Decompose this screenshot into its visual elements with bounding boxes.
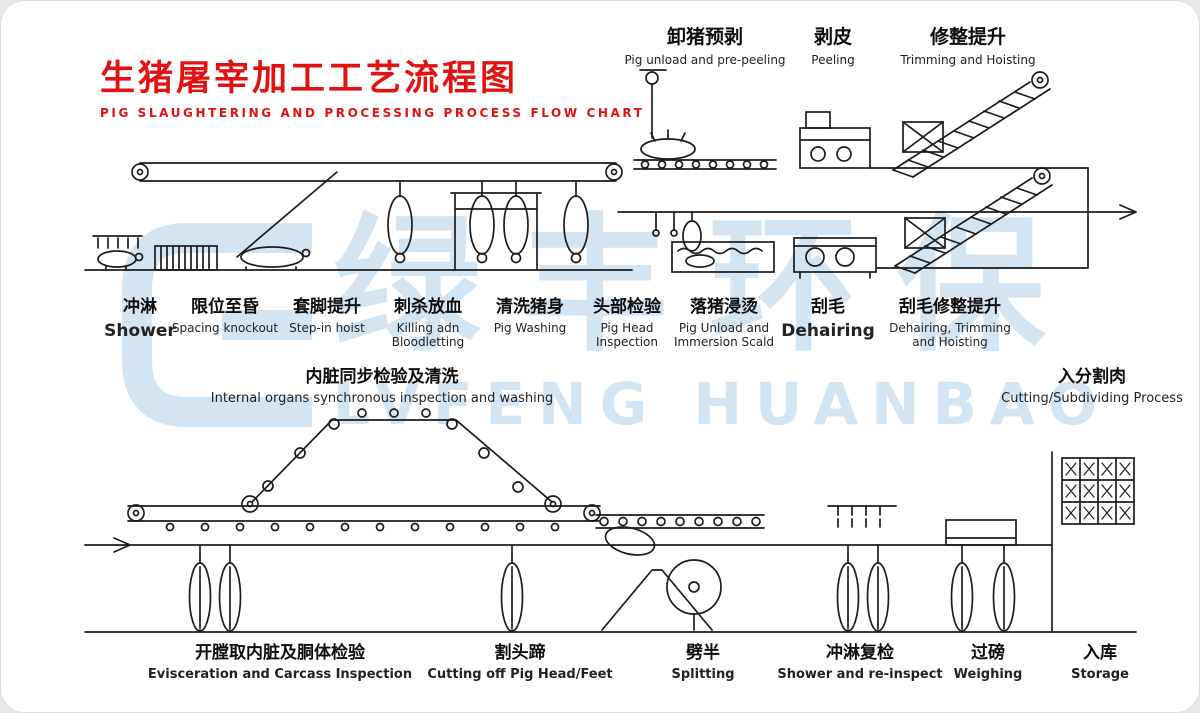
- station-dehairing: 刮毛 Dehairing: [781, 292, 875, 341]
- trimming-hoist-elevator: [869, 71, 1089, 178]
- station-label-cn: 刮毛修整提升: [899, 297, 1001, 317]
- station-label-en: Storage: [1071, 667, 1129, 682]
- weighing-scale: [945, 519, 1017, 546]
- shower-reinspect-pipe: [827, 505, 897, 528]
- station-evisceration: 开膛取内脏及胴体检验 Evisceration and Carcass Insp…: [148, 638, 412, 683]
- station-head-inspection: 头部检验 Pig Head Inspection: [593, 292, 661, 350]
- overhead-conveyor-top: [131, 162, 623, 258]
- carcass-weighing-1: [950, 544, 974, 632]
- dehair-trim-hoist-elevator: [875, 167, 1089, 274]
- carcass-weighing-2: [992, 544, 1016, 632]
- station-cut-head-feet: 割头蹄 Cutting off Pig Head/Feet: [427, 638, 612, 683]
- unload-platform: [633, 159, 777, 170]
- station-shower-reinspect: 冲淋复检 Shower and re-inspect: [777, 638, 942, 683]
- station-label-cn: 割头蹄: [494, 643, 546, 663]
- cutting-room: [1051, 451, 1135, 633]
- page-title-cn: 生猪屠宰加工工艺流程图: [100, 59, 519, 99]
- station-label-cn: 套脚提升: [293, 297, 361, 317]
- station-label-en: Weighing: [953, 667, 1023, 682]
- bleeding-table-pig: [240, 246, 311, 271]
- station-label-en: Trimming and Hoisting: [900, 53, 1036, 67]
- station-label-en: Cutting off Pig Head/Feet: [427, 667, 613, 682]
- station-trimming-hoisting: 修整提升 Trimming and Hoisting: [900, 22, 1035, 67]
- page-title-en: PIG SLAUGHTERING AND PROCESSING PROCESS …: [100, 106, 645, 120]
- station-storage: 入库 Storage: [1071, 638, 1129, 683]
- station-shower: 冲淋 Shower: [104, 292, 176, 341]
- station-dehairing-trimming-hoisting: 刮毛修整提升 Dehairing, Trimming and Hoisting: [889, 292, 1011, 350]
- peeling-machine: [799, 111, 871, 169]
- station-label-cn: 开膛取内脏及胴体检验: [195, 643, 365, 663]
- station-label-en: Pig unload and pre-peeling: [624, 53, 786, 67]
- splitting-machine: [595, 514, 765, 631]
- section-label-en: Cutting/Subdividing Process: [1001, 391, 1183, 406]
- station-label-cn: 剥皮: [813, 26, 852, 48]
- station-label-en: Step-in hoist: [289, 321, 365, 335]
- station-label-en: Killing adn Bloodletting: [391, 321, 465, 350]
- station-label-cn: 卸猪预剥: [666, 26, 744, 48]
- station-weighing: 过磅 Weighing: [954, 638, 1023, 683]
- station-label-cn: 头部检验: [593, 297, 661, 317]
- station-label-cn: 冲淋: [123, 297, 157, 317]
- prepeel-hoist: [639, 69, 696, 160]
- station-label-en: Pig Unload and Immersion Scald: [673, 321, 775, 350]
- carcass-head-feet: [500, 544, 524, 632]
- station-label-cn: 冲淋复检: [825, 643, 894, 663]
- carcass-evisceration-2: [218, 544, 242, 632]
- rail-line-2: [617, 204, 1137, 252]
- label-cutting-process: 入分割肉 Cutting/Subdividing Process: [1001, 362, 1183, 407]
- station-label-cn: 过磅: [970, 643, 1005, 663]
- knockout-restrainer: [154, 245, 218, 271]
- station-label-en: Shower: [104, 321, 176, 341]
- station-label-cn: 刮毛: [811, 297, 845, 317]
- station-label-cn: 限位至昏: [190, 297, 259, 317]
- station-immersion-scald: 落猪浸烫 Pig Unload and Immersion Scald: [674, 292, 774, 350]
- station-spacing-knockout: 限位至昏 Spacing knockout: [172, 292, 278, 335]
- station-label-en: Pig Washing: [493, 321, 567, 335]
- station-step-in-hoist: 套脚提升 Step-in hoist: [289, 292, 365, 335]
- station-label-cn: 劈半: [686, 643, 720, 663]
- station-label-en: Shower and re-inspect: [777, 667, 943, 682]
- station-label-en: Pig Head Inspection: [596, 321, 658, 350]
- station-label-cn: 修整提升: [929, 26, 1006, 48]
- station-label-cn: 清洗猪身: [495, 297, 564, 317]
- carcass-conveyor: [127, 504, 601, 532]
- label-organ-inspection: 内脏同步检验及清洗 Internal organs synchronous in…: [211, 362, 553, 407]
- station-killing-bloodletting: 刺杀放血 Killing adn Bloodletting: [392, 292, 465, 350]
- station-pig-washing: 清洗猪身 Pig Washing: [494, 292, 567, 335]
- station-label-en: Dehairing, Trimming and Hoisting: [889, 321, 1011, 350]
- hanging-pig-inspection: [563, 180, 589, 264]
- station-label-en: Evisceration and Carcass Inspection: [147, 667, 413, 682]
- carcass-reinspect-2: [866, 544, 890, 632]
- station-label-en: Splitting: [671, 667, 735, 682]
- dehairing-machine: [793, 237, 877, 279]
- station-splitting: 劈半 Splitting: [671, 638, 734, 683]
- station-peeling: 剥皮 Peeling: [811, 22, 854, 67]
- title-block: 生猪屠宰加工工艺流程图 PIG SLAUGHTERING AND PROCESS…: [100, 59, 645, 121]
- hanging-pig-bleeding: [387, 180, 413, 264]
- station-label-en: Dehairing: [781, 321, 875, 341]
- station-label-en: Peeling: [811, 53, 855, 67]
- carcass-evisceration-1: [188, 544, 212, 632]
- section-label-en: Internal organs synchronous inspection a…: [210, 391, 554, 406]
- station-label-cn: 入库: [1082, 643, 1117, 663]
- washing-frame: [450, 192, 542, 271]
- station-label-en: Spacing knockout: [171, 321, 279, 335]
- shower-sprinkler: [92, 235, 144, 271]
- station-pig-unload-prepeel: 卸猪预剥 Pig unload and pre-peeling: [624, 22, 785, 67]
- organ-inspection-conveyor: [241, 408, 562, 513]
- station-label-cn: 刺杀放血: [394, 297, 462, 317]
- section-label-cn: 内脏同步检验及清洗: [305, 367, 459, 387]
- carcass-reinspect-1: [836, 544, 860, 632]
- station-label-cn: 落猪浸烫: [689, 297, 758, 317]
- section-label-cn: 入分割肉: [1058, 367, 1126, 387]
- bottom-rail: [84, 537, 1053, 553]
- scald-tank: [671, 241, 775, 273]
